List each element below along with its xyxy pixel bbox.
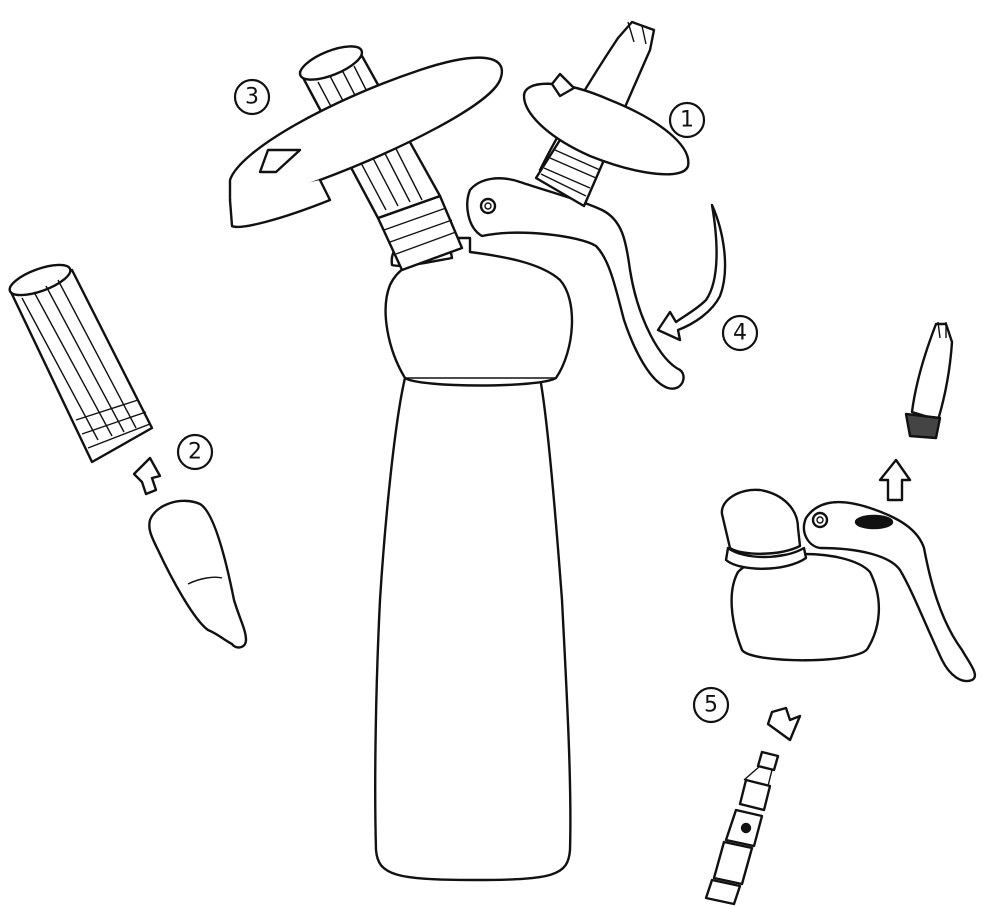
detached-decorator-tip: [906, 322, 952, 438]
step-number-2: 2: [178, 435, 212, 469]
step-number-3: 3: [235, 80, 269, 114]
svg-text:2: 2: [188, 440, 202, 465]
up-arrow-2: [134, 458, 160, 494]
detached-head: [722, 490, 975, 681]
down-arrow-5: [768, 708, 800, 740]
lever-arrow-4: [658, 205, 725, 340]
dispenser-bottle: [375, 238, 572, 880]
svg-text:5: 5: [704, 693, 718, 718]
svg-text:4: 4: [733, 321, 747, 346]
svg-text:1: 1: [680, 108, 694, 133]
svg-text:3: 3: [245, 85, 259, 110]
step-number-4: 4: [723, 316, 757, 350]
charger-holder-cap: [6, 259, 152, 462]
up-arrow-tip: [880, 460, 910, 500]
valve-piston: [706, 752, 778, 904]
step-number-5: 5: [694, 688, 728, 722]
step-number-1: 1: [670, 103, 704, 137]
gas-charger-cartridge: [149, 501, 246, 648]
